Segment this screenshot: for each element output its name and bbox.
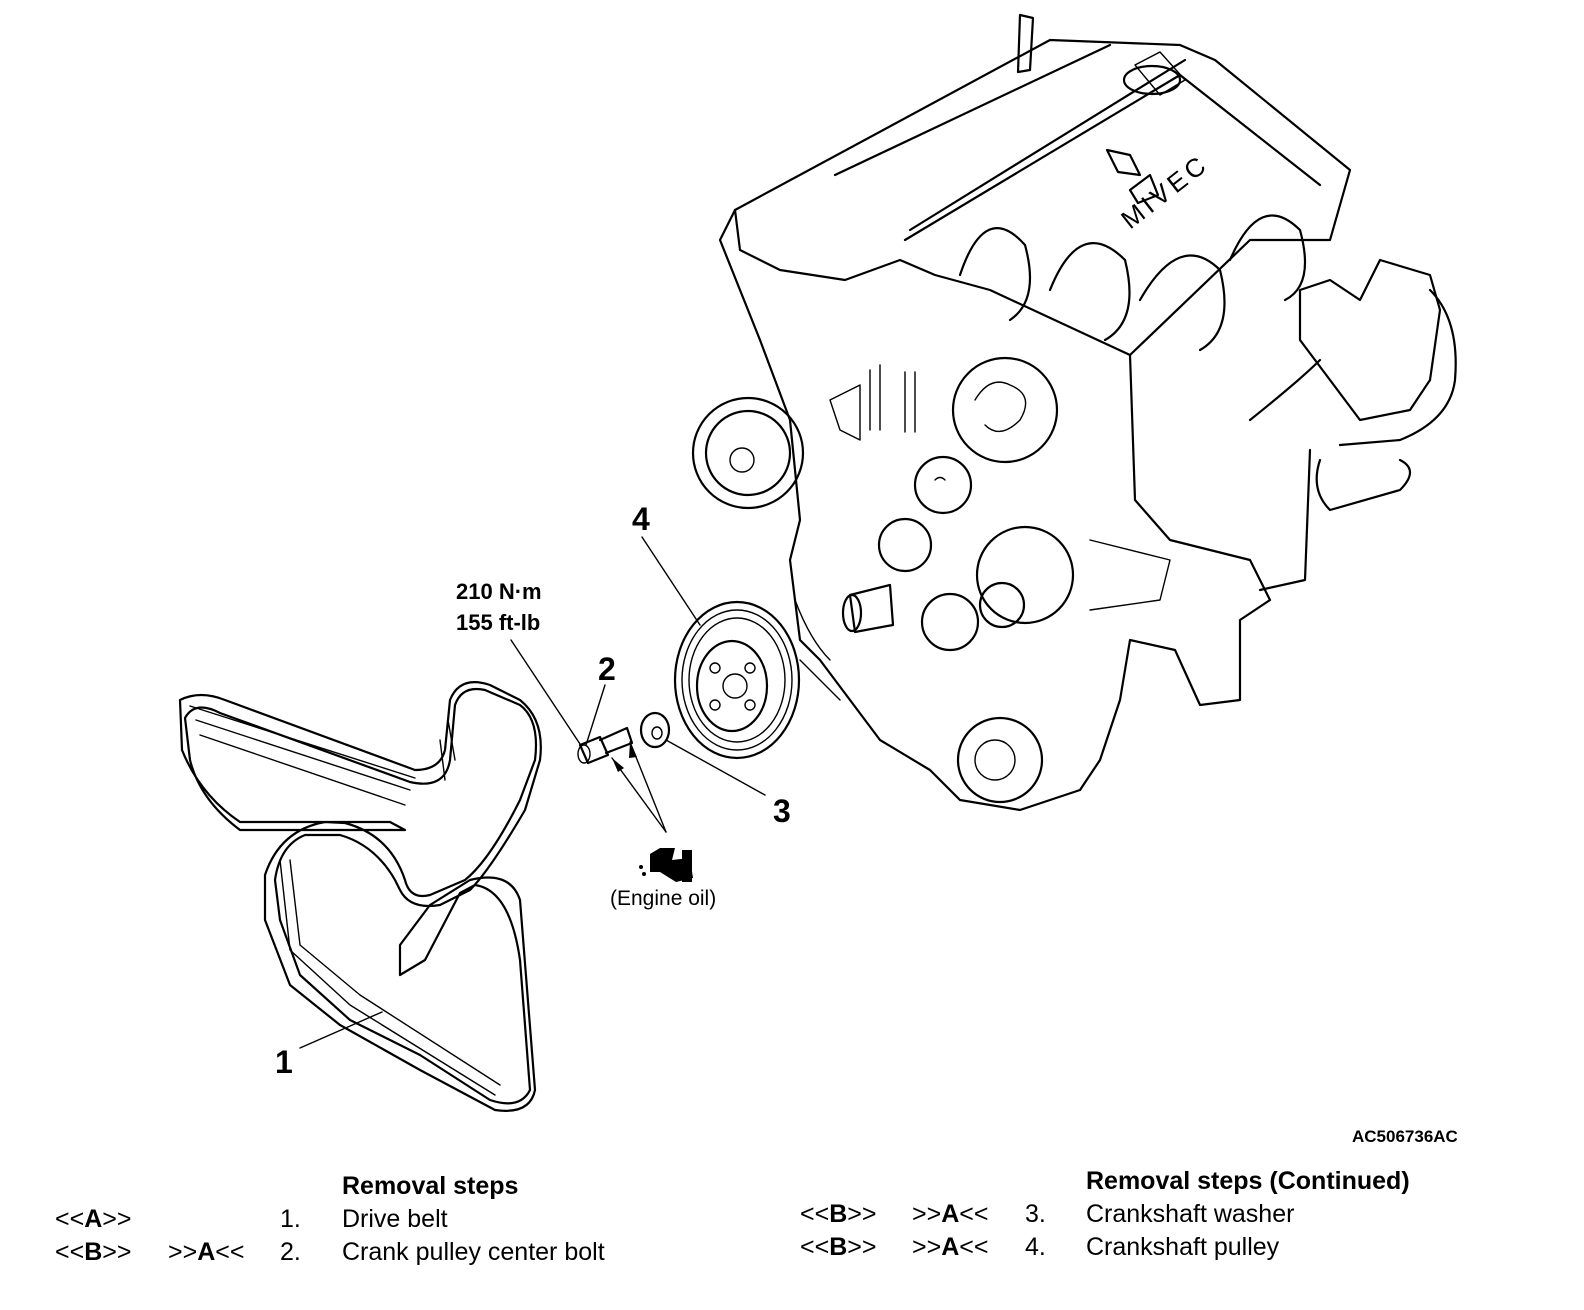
removal-steps-heading-continued: Removal steps (Continued) xyxy=(1086,1167,1410,1195)
service-mark-installation: >>A<< xyxy=(912,1200,989,1228)
torque-spec-metric: 210 N·m xyxy=(456,579,542,604)
step-label: Drive belt xyxy=(342,1205,448,1233)
step-label: Crankshaft washer xyxy=(1086,1200,1295,1228)
callout-2: 2 xyxy=(598,651,616,687)
service-mark-installation: >>A<< xyxy=(912,1233,989,1261)
engine-assembly: MIVEC xyxy=(691,13,1457,812)
leader-lines xyxy=(299,536,766,1049)
callout-1: 1 xyxy=(275,1044,293,1080)
callout-4: 4 xyxy=(632,501,650,537)
crank-pulley-center-bolt xyxy=(577,726,634,765)
step-number: 2. xyxy=(280,1238,301,1266)
figure-code: AC506736AC xyxy=(1352,1127,1458,1146)
service-mark-removal: <<B>> xyxy=(55,1238,132,1266)
service-mark-removal: <<B>> xyxy=(800,1200,877,1228)
drive-belt xyxy=(178,681,542,1112)
step-number: 4. xyxy=(1025,1233,1046,1261)
lubricant-label: (Engine oil) xyxy=(610,887,716,910)
removal-steps-heading: Removal steps xyxy=(342,1172,519,1200)
callout-3: 3 xyxy=(773,793,791,829)
step-label: Crank pulley center bolt xyxy=(342,1238,605,1266)
removal-steps-right: Removal steps (Continued) <<B>> >>A<< 3.… xyxy=(790,1165,1570,1275)
service-mark-installation: >>A<< xyxy=(168,1238,245,1266)
step-row-2: <<B>> >>A<< 2. Crank pulley center bolt xyxy=(0,1236,760,1269)
step-number: 3. xyxy=(1025,1200,1046,1228)
step-label: Crankshaft pulley xyxy=(1086,1233,1280,1261)
step-row-1: <<A>> 1. Drive belt xyxy=(0,1203,760,1236)
oil-can-icon xyxy=(639,848,693,882)
service-mark-removal: <<B>> xyxy=(800,1233,877,1261)
step-row-3: <<B>> >>A<< 3. Crankshaft washer xyxy=(790,1198,1570,1231)
crankshaft-pulley xyxy=(673,600,801,760)
step-row-4: <<B>> >>A<< 4. Crankshaft pulley xyxy=(790,1231,1570,1264)
service-mark-removal: <<A>> xyxy=(55,1205,132,1233)
step-number: 1. xyxy=(280,1205,301,1233)
torque-spec-imperial: 155 ft-lb xyxy=(456,610,540,635)
mitsubishi-logo xyxy=(1105,148,1160,205)
removal-steps-left: Removal steps <<A>> 1. Drive belt <<B>> … xyxy=(0,1170,760,1280)
crankshaft-washer xyxy=(639,711,671,749)
